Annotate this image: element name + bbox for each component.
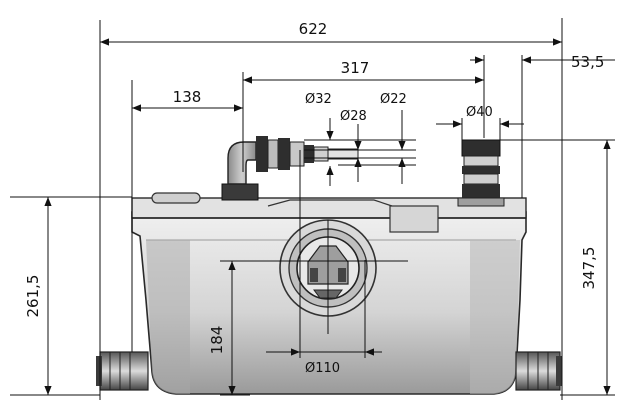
label-dia-110: Ø110 <box>305 361 340 376</box>
left-inlet-stub <box>96 351 149 391</box>
housing-left-shade <box>146 240 190 394</box>
label-184: 184 <box>208 326 226 355</box>
lid-raised-section <box>267 199 393 207</box>
label-347-5: 347,5 <box>580 247 598 290</box>
label-dia-22: Ø22 <box>380 92 407 107</box>
label-53-5: 53,5 <box>571 53 604 71</box>
label-317: 317 <box>341 59 370 77</box>
label-dia-28: Ø28 <box>340 109 367 124</box>
label-622: 622 <box>299 20 328 38</box>
label-dia-32: Ø32 <box>305 92 332 107</box>
lid-vent-cap <box>151 192 201 204</box>
front-flange-slot-right <box>338 268 346 282</box>
label-dia-40: Ø40 <box>466 105 493 120</box>
label-261-5: 261,5 <box>24 275 42 318</box>
front-flange-slot-left <box>310 268 318 282</box>
outlet-pipe <box>457 139 505 207</box>
housing-right-shade <box>470 240 520 394</box>
dimension-lines <box>44 38 615 396</box>
lid-center-block <box>389 205 439 233</box>
right-inlet-stub <box>515 351 562 391</box>
dimension-labels: 622 317 53,5 138 Ø32 Ø28 Ø22 Ø40 Ø110 26… <box>24 20 604 376</box>
label-138: 138 <box>173 88 202 106</box>
elbow-inlet <box>221 136 359 201</box>
extension-lines <box>10 18 615 400</box>
pump-unit <box>96 136 562 395</box>
